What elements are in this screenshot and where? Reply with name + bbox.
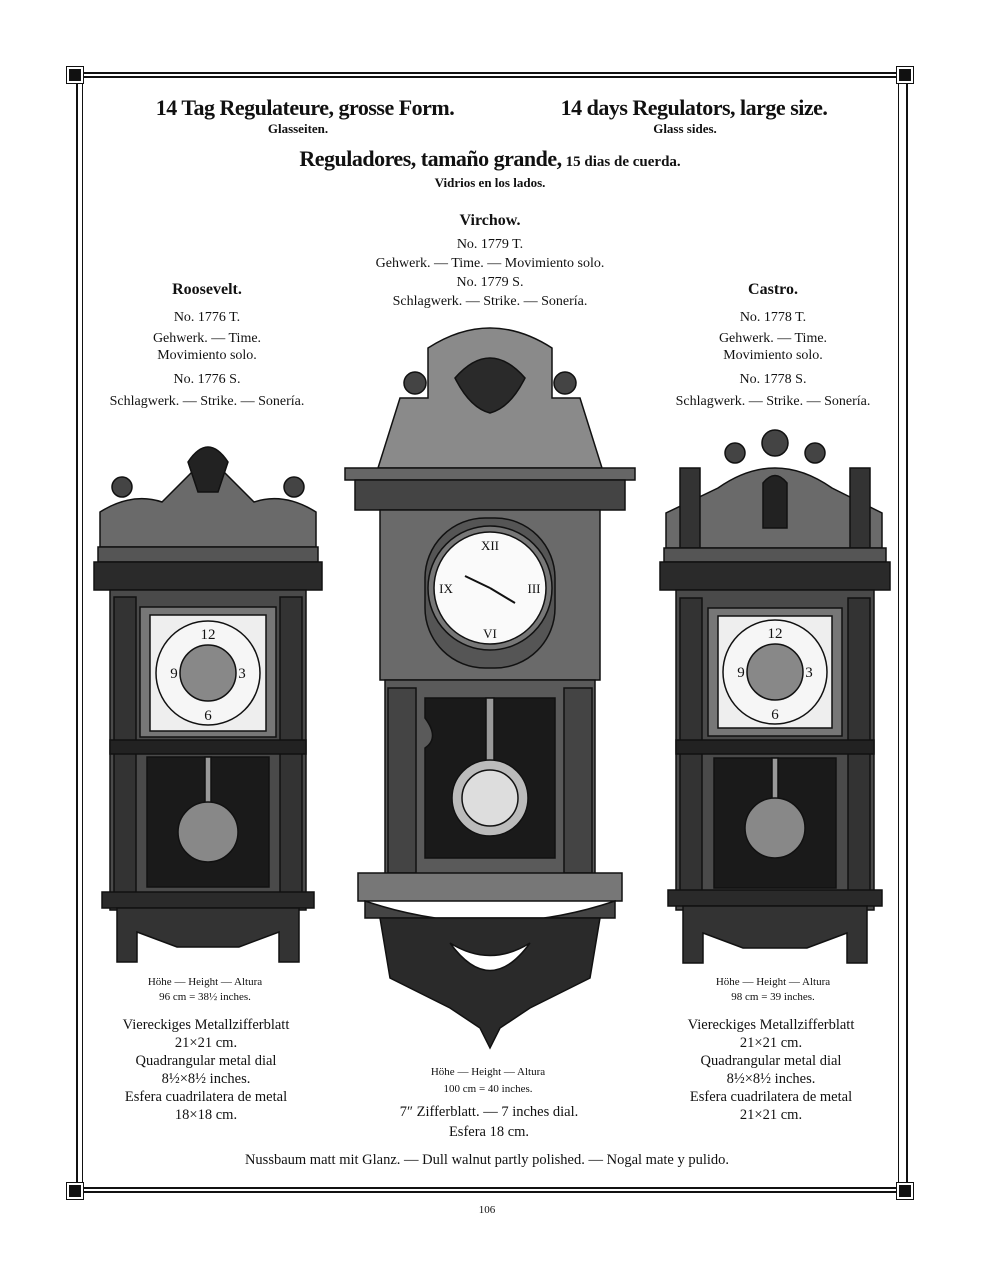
svg-text:6: 6 xyxy=(204,708,212,724)
height-label: Höhe — Height — Altura xyxy=(430,1066,546,1078)
dial-description: 8½×8½ inches. xyxy=(726,1071,816,1087)
clock-name-castro: Castro. xyxy=(748,281,798,298)
spanish-subtitle: Vidrios en los lados. xyxy=(434,175,546,190)
spanish-title: Reguladores, tamaño grande, xyxy=(299,146,562,171)
model-number-strike: No. 1776 S. xyxy=(173,372,241,387)
spanish-title-line: Reguladores, tamaño grande, 15 dias de c… xyxy=(299,148,680,170)
roosevelt-clock-illustration: 12 3 6 9 xyxy=(93,446,323,963)
svg-text:XII: XII xyxy=(481,538,499,553)
dial-description: 21×21 cm. xyxy=(174,1035,238,1051)
dial-description: Viereckiges Metallzifferblatt xyxy=(122,1017,290,1033)
dial-description: 7″ Zifferblatt. — 7 inches dial. xyxy=(399,1104,579,1120)
strike-description: Schlagwerk. — Strike. — Sonería. xyxy=(109,394,305,409)
english-subtitle: Glass sides. xyxy=(653,121,717,136)
corner-ornament xyxy=(896,66,914,84)
dial-description: Esfera 18 cm. xyxy=(448,1124,530,1140)
clock-name-virchow: Virchow. xyxy=(459,212,521,229)
svg-text:3: 3 xyxy=(805,665,813,681)
svg-text:12: 12 xyxy=(201,627,216,643)
frame-inner-left-rule xyxy=(82,75,83,1190)
svg-text:IX: IX xyxy=(439,581,453,596)
time-description: Gehwerk. — Time. xyxy=(152,331,262,346)
model-number-time: No. 1776 T. xyxy=(173,310,241,325)
corner-ornament xyxy=(66,66,84,84)
time-description: Gehwerk. — Time. — Movimiento solo. xyxy=(375,256,605,271)
height-value: 98 cm = 39 inches. xyxy=(731,991,815,1003)
page-number: 106 xyxy=(478,1204,496,1216)
virchow-clock-illustration: XII III VI IX xyxy=(344,327,636,1050)
german-title: 14 Tag Regulateure, grosse Form. xyxy=(155,95,455,120)
svg-text:12: 12 xyxy=(768,626,783,642)
frame-top-rule xyxy=(76,72,906,78)
model-number-time: No. 1778 T. xyxy=(739,310,807,325)
castro-clock-illustration: 12 3 6 9 xyxy=(659,429,891,964)
time-description-es: Movimiento solo. xyxy=(723,348,823,363)
spanish-title-suffix: 15 dias de cuerda. xyxy=(565,154,681,170)
svg-text:6: 6 xyxy=(771,707,779,723)
german-subtitle: Glasseiten. xyxy=(267,121,329,136)
frame-bottom-rule xyxy=(76,1187,906,1193)
dial-description: 8½×8½ inches. xyxy=(161,1071,251,1087)
dial-description: Esfera cuadrilatera de metal xyxy=(689,1089,853,1105)
corner-ornament xyxy=(896,1182,914,1200)
dial-description: Esfera cuadrilatera de metal xyxy=(124,1089,288,1105)
height-label: Höhe — Height — Altura xyxy=(147,976,263,988)
dial-description: Quadrangular metal dial xyxy=(700,1053,842,1069)
material-note: Nussbaum matt mit Glanz. — Dull walnut p… xyxy=(244,1152,730,1168)
clock-name-roosevelt: Roosevelt. xyxy=(172,281,242,298)
english-title: 14 days Regulators, large size. xyxy=(560,95,828,120)
model-number-strike: No. 1778 S. xyxy=(739,372,807,387)
strike-description: Schlagwerk. — Strike. — Sonería. xyxy=(392,294,588,309)
svg-text:3: 3 xyxy=(238,666,246,682)
svg-text:9: 9 xyxy=(170,666,178,682)
dial-description: 21×21 cm. xyxy=(739,1035,803,1051)
model-number-time: No. 1779 T. xyxy=(456,237,524,252)
dial-description: 21×21 cm. xyxy=(739,1107,803,1123)
dial-description: Quadrangular metal dial xyxy=(135,1053,277,1069)
strike-description: Schlagwerk. — Strike. — Sonería. xyxy=(675,394,871,409)
height-value: 96 cm = 38½ inches. xyxy=(159,991,251,1003)
dial-description: 18×18 cm. xyxy=(174,1107,238,1123)
svg-text:VI: VI xyxy=(483,626,497,641)
time-description-es: Movimiento solo. xyxy=(157,348,257,363)
svg-text:9: 9 xyxy=(737,665,745,681)
time-description: Gehwerk. — Time. xyxy=(718,331,828,346)
page-frame xyxy=(76,75,908,1190)
height-value: 100 cm = 40 inches. xyxy=(443,1083,533,1095)
dial-description: Viereckiges Metallzifferblatt xyxy=(687,1017,855,1033)
frame-inner-right-rule xyxy=(898,75,899,1190)
height-label: Höhe — Height — Altura xyxy=(715,976,831,988)
corner-ornament xyxy=(66,1182,84,1200)
svg-text:III: III xyxy=(528,581,541,596)
model-number-strike: No. 1779 S. xyxy=(456,275,524,290)
